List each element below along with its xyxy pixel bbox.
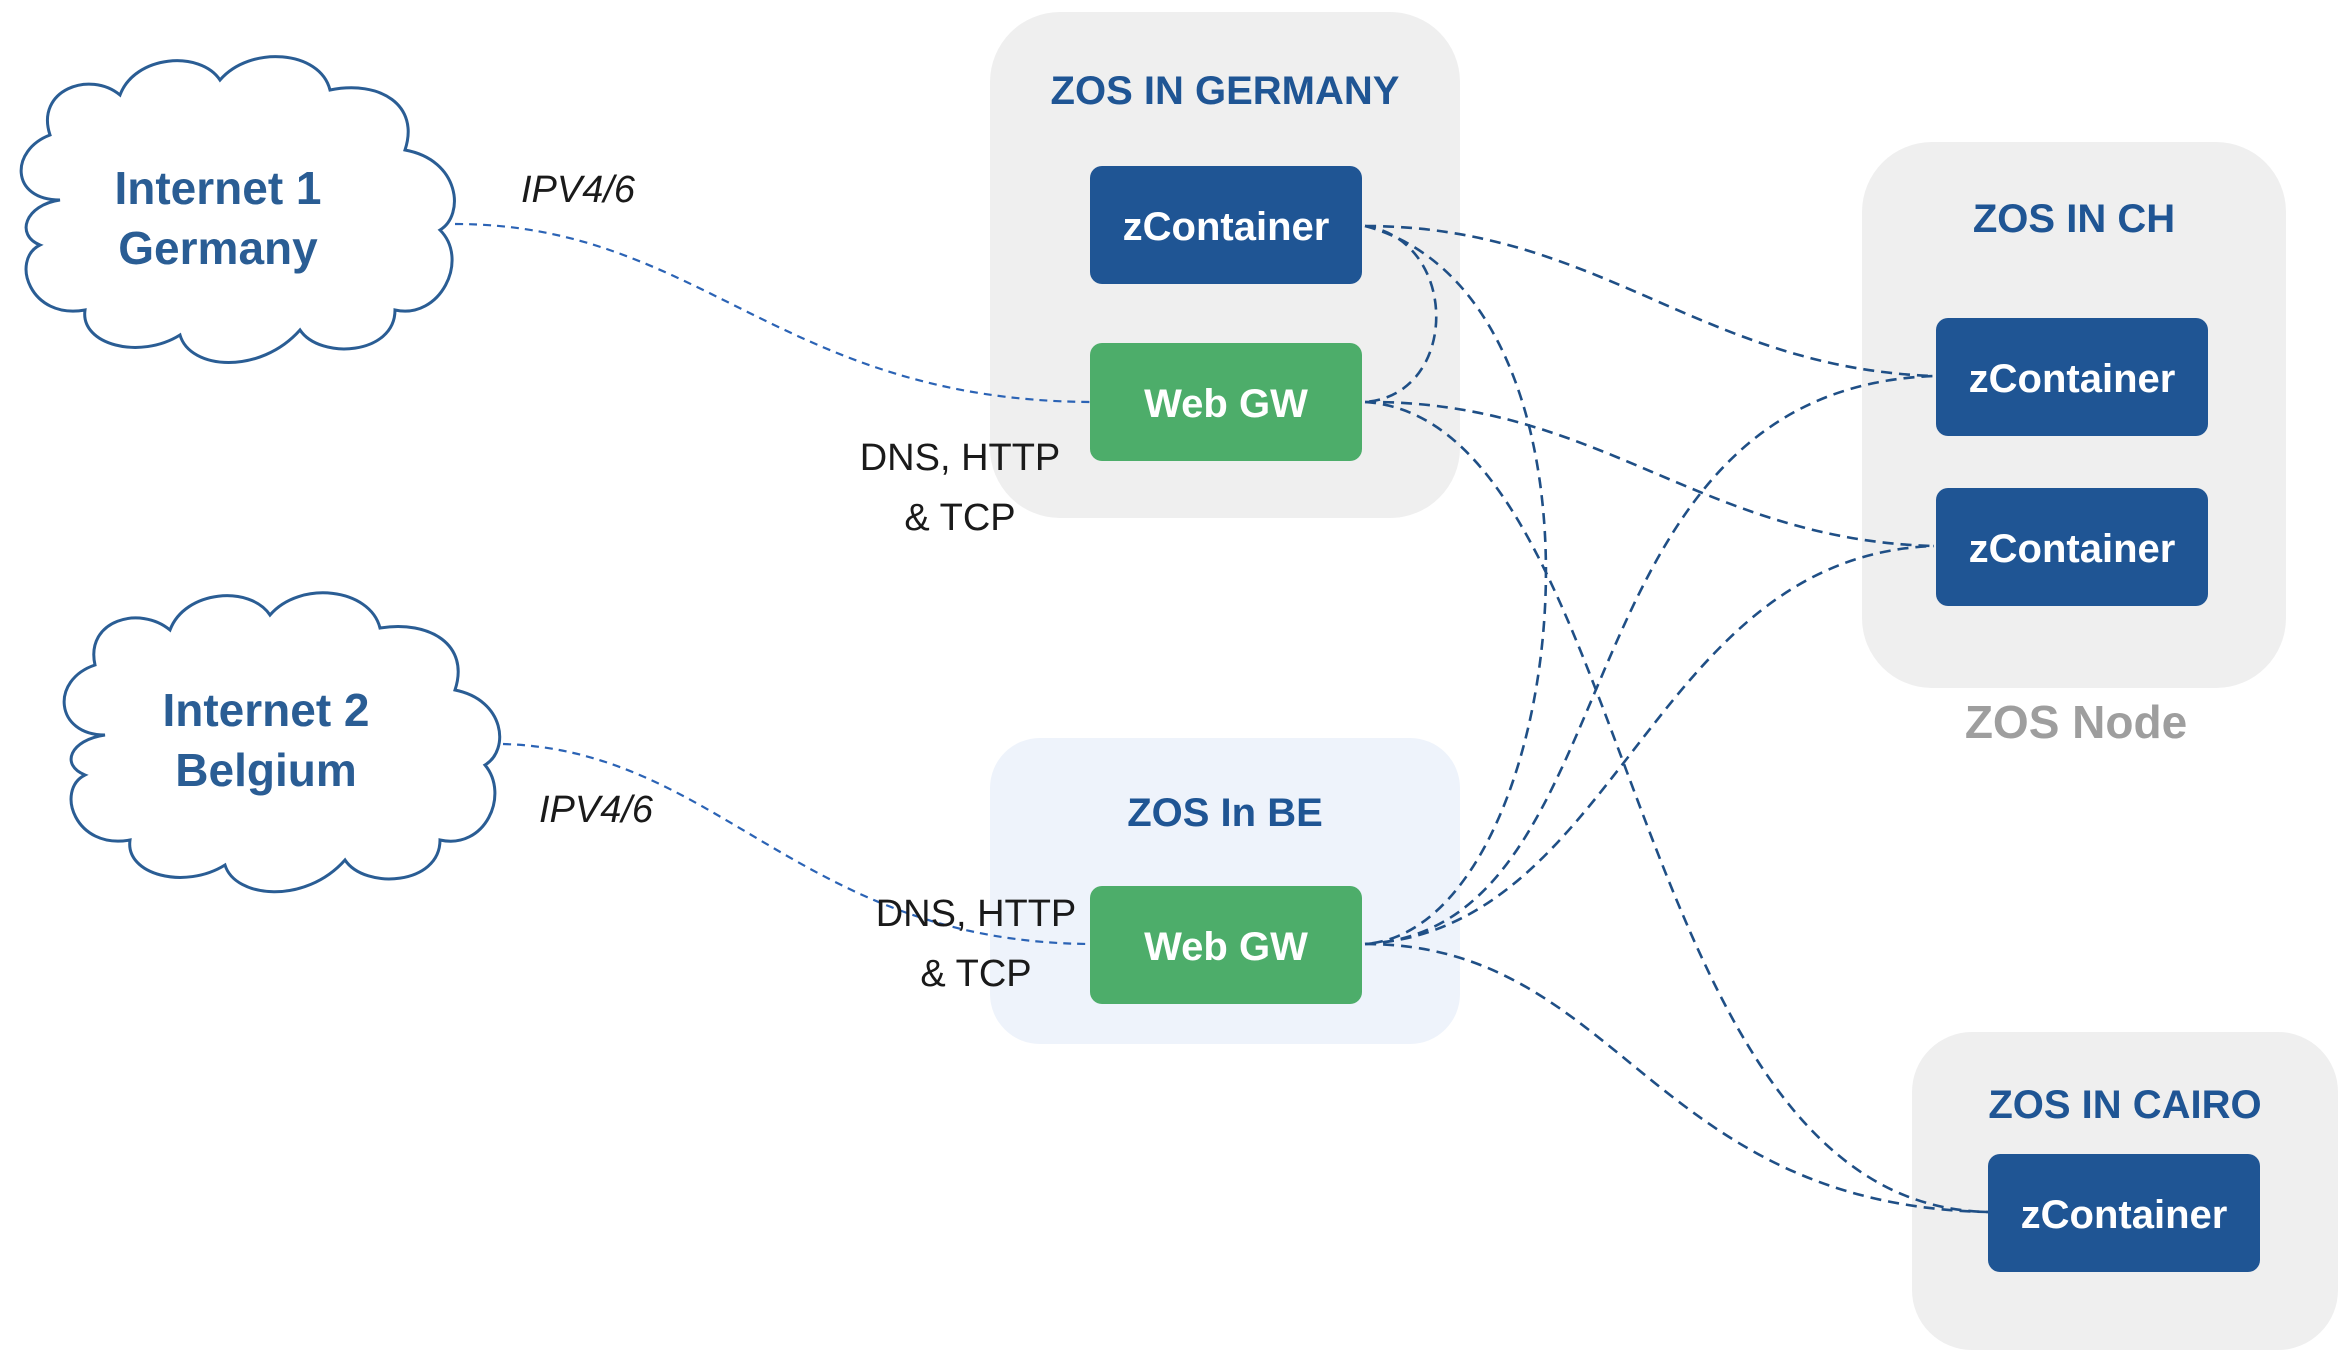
cloud-icon <box>19 55 456 364</box>
link-webgw-be-zc-ch1 <box>1364 374 1935 946</box>
node-label: Web GW <box>1144 925 1308 969</box>
zcontainer-ch-1[interactable]: zContainer <box>1936 318 2208 436</box>
zone-title-germany: ZOS IN GERMANY <box>1051 69 1400 113</box>
webgw-belgium[interactable]: Web GW <box>1090 886 1362 1004</box>
link-internet2-webgw-be <box>502 742 1091 946</box>
cloud-label-line2: Germany <box>118 222 318 274</box>
zcontainer-germany[interactable]: zContainer <box>1090 166 1362 284</box>
node-label: zContainer <box>1123 205 1330 249</box>
zone-title-be: ZOS In BE <box>1127 791 1323 835</box>
link-zc-de-webgw-be <box>1364 224 1548 946</box>
ipv-label-belgium: IPV4/6 <box>539 789 654 831</box>
zcontainer-cairo[interactable]: zContainer <box>1988 1154 2260 1272</box>
protocol-label-germany-line1: DNS, HTTP <box>860 437 1061 479</box>
link-webgw-de-zc-ch2 <box>1364 400 1935 548</box>
cloud-label-line2: Belgium <box>175 744 356 796</box>
protocol-label-belgium-line2: & TCP <box>920 953 1031 995</box>
link-zc-de-zc-ch1 <box>1364 224 1935 378</box>
node-label: Web GW <box>1144 382 1308 426</box>
cloud-internet-2: Internet 2 Belgium <box>62 591 502 894</box>
cloud-internet-1: Internet 1 Germany <box>19 55 456 364</box>
cloud-label-line1: Internet 2 <box>162 684 369 736</box>
connections <box>454 222 1989 1214</box>
node-label: zContainer <box>2021 1193 2228 1237</box>
zone-title-cairo: ZOS IN CAIRO <box>1988 1083 2261 1127</box>
node-label: zContainer <box>1969 527 2176 571</box>
zcontainer-ch-2[interactable]: zContainer <box>1936 488 2208 606</box>
protocol-label-belgium-line1: DNS, HTTP <box>876 893 1077 935</box>
cloud-icon <box>62 591 502 894</box>
cloud-label-line1: Internet 1 <box>114 162 321 214</box>
webgw-germany[interactable]: Web GW <box>1090 343 1362 461</box>
zos-node-caption: ZOS Node <box>1965 696 2187 748</box>
ipv-label-germany: IPV4/6 <box>521 169 636 211</box>
zone-title-ch: ZOS IN CH <box>1973 197 2175 241</box>
link-internet1-webgw-de <box>454 222 1091 404</box>
protocol-label-germany-line2: & TCP <box>904 497 1015 539</box>
link-webgw-be-zc-ch2 <box>1364 544 1935 946</box>
link-webgw-be-zc-cairo <box>1364 942 1989 1214</box>
node-label: zContainer <box>1969 357 2176 401</box>
